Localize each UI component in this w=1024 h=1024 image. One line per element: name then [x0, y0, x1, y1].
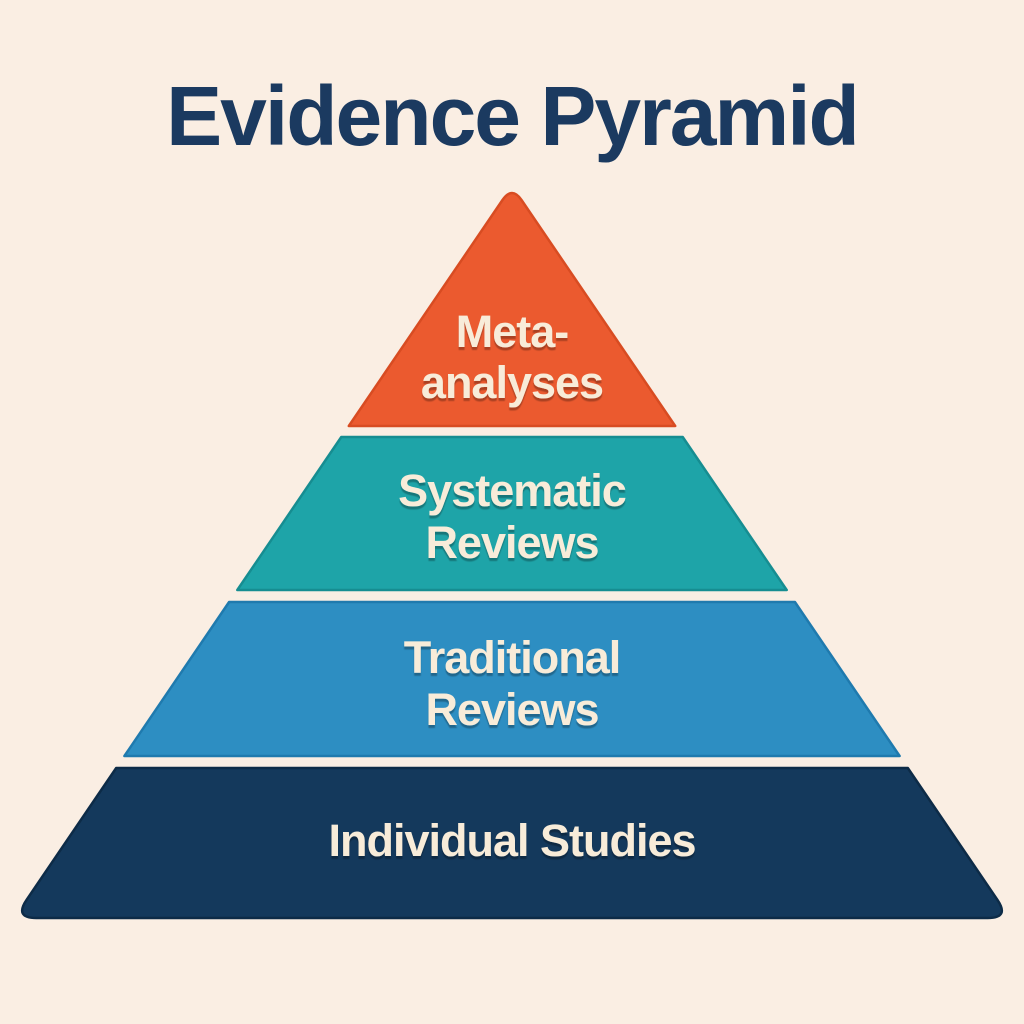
tier-individual-studies — [20, 766, 1004, 920]
label-traditional-reviews-line1: Traditional — [404, 632, 621, 683]
label-systematic-reviews-line1: Systematic — [398, 465, 626, 516]
tier-systematic-reviews — [236, 435, 788, 592]
tier-meta-analyses — [347, 191, 677, 428]
page-title: Evidence Pyramid — [166, 69, 858, 163]
tier-labels: Meta- analyses Systematic Reviews Tradit… — [328, 306, 696, 866]
label-meta-analyses-line2: analyses — [421, 357, 603, 408]
label-systematic-reviews-line2: Reviews — [425, 517, 598, 568]
label-individual-studies: Individual Studies — [328, 815, 695, 866]
label-traditional-reviews-line2: Reviews — [425, 684, 598, 735]
label-meta-analyses-line1: Meta- — [456, 306, 569, 357]
tier-traditional-reviews — [123, 600, 901, 758]
